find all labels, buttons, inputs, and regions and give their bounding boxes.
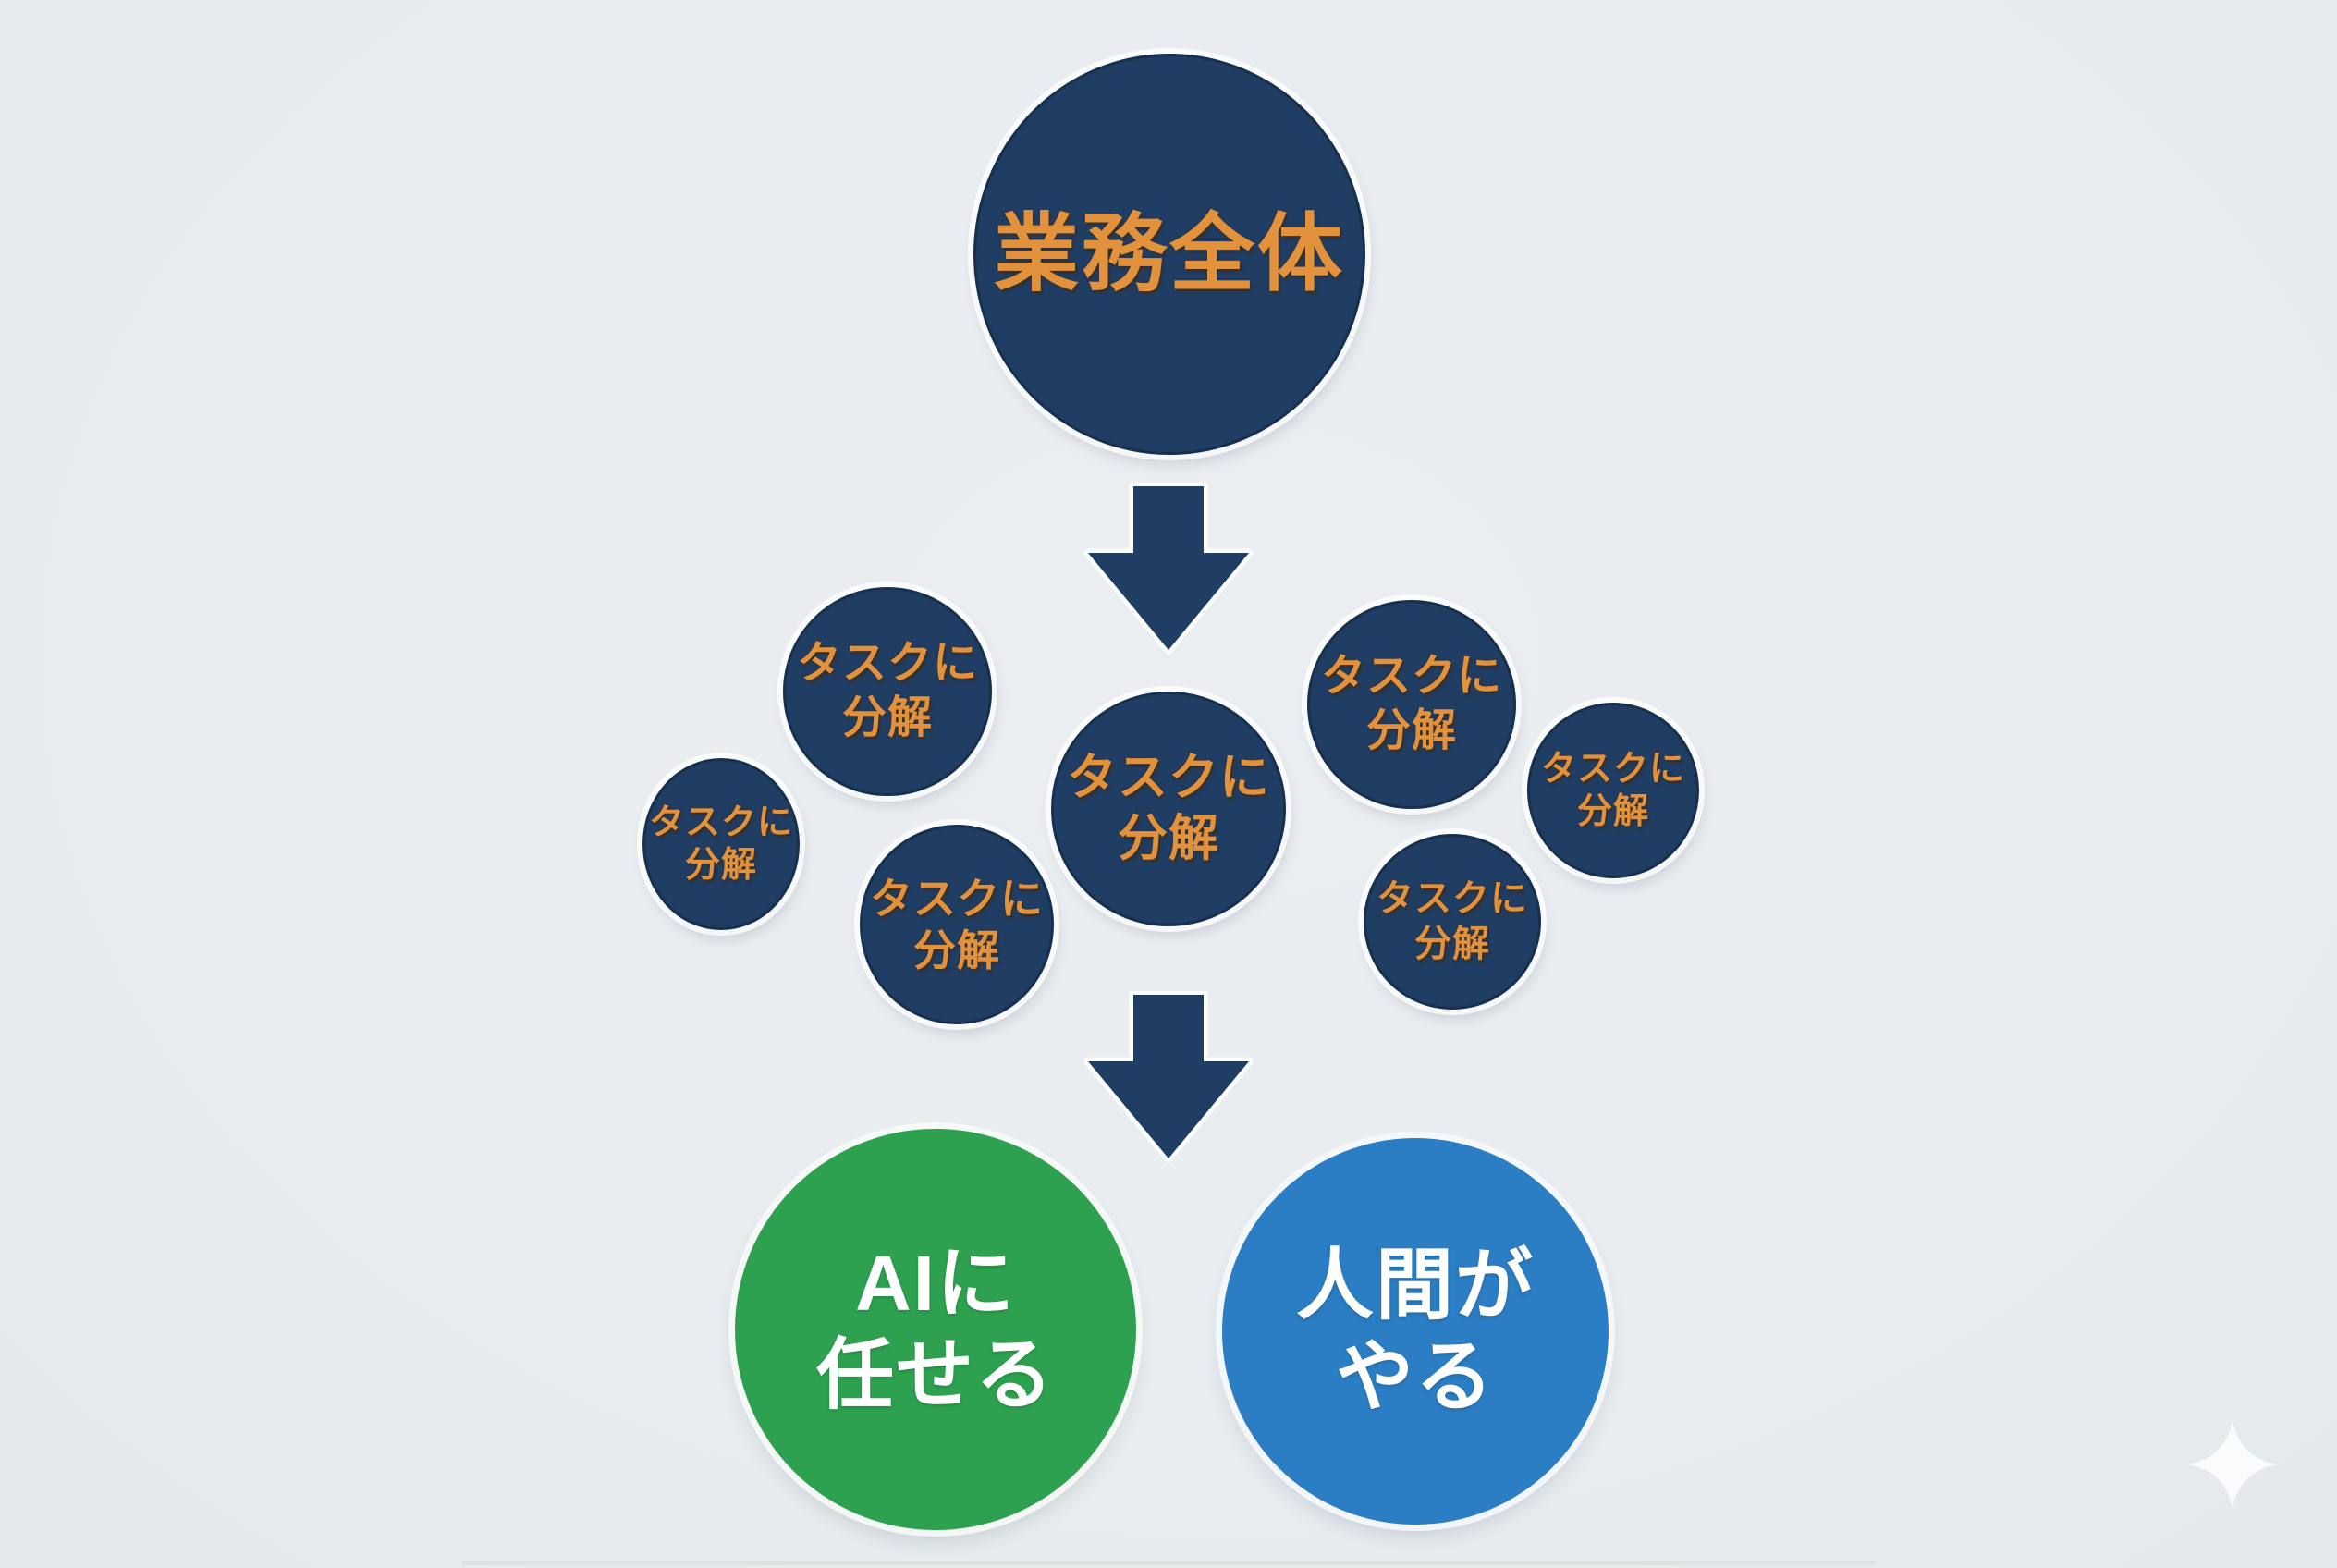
- task-label-line2: 分解: [1118, 811, 1219, 866]
- task-label-line1: タスクに: [1320, 652, 1502, 702]
- human-label-line2: やる: [1335, 1333, 1495, 1420]
- down-arrow-bottom-icon: [1083, 991, 1254, 1163]
- task-label-line2: 分解: [913, 926, 1000, 974]
- sparkle-icon: [2188, 1420, 2277, 1509]
- task-label-line1: タスクに: [1067, 750, 1270, 806]
- ai-label-line1: AIに: [854, 1239, 1016, 1327]
- task-circle-lower-left: タスクに 分解: [860, 825, 1054, 1024]
- task-label-line1: タスクに: [648, 802, 793, 842]
- task-label-line2: 分解: [1414, 924, 1490, 964]
- bottom-edge-line: [462, 1561, 1877, 1565]
- task-label-line2: 分解: [1576, 792, 1649, 831]
- task-label-line1: タスクに: [1540, 749, 1685, 789]
- ai-circle: AIに 任せる: [735, 1129, 1136, 1530]
- task-label-line2: 分解: [841, 693, 933, 742]
- task-label-line2: 分解: [684, 846, 757, 885]
- down-arrow-top-icon: [1083, 483, 1254, 655]
- task-circle-upper-right: タスクに 分解: [1307, 600, 1516, 809]
- human-circle: 人間が やる: [1222, 1138, 1609, 1525]
- human-label-line1: 人間が: [1295, 1241, 1535, 1329]
- whole-business-circle: 業務全体: [973, 54, 1365, 455]
- task-label-line1: タスクに: [870, 874, 1044, 923]
- task-label-line2: 分解: [1365, 706, 1457, 755]
- task-label-line1: タスクに: [796, 639, 978, 689]
- task-circle-upper-left: タスクに 分解: [783, 587, 992, 796]
- task-circle-center: タスクに 分解: [1051, 692, 1286, 926]
- whole-business-label: 業務全体: [993, 206, 1345, 301]
- task-circle-far-left: タスクに 分解: [642, 758, 800, 930]
- task-circle-lower-right: タスクに 分解: [1364, 834, 1541, 1010]
- task-circle-right: タスクに 分解: [1527, 703, 1699, 878]
- ai-label-line2: 任せる: [815, 1331, 1055, 1418]
- task-label-line1: タスクに: [1377, 878, 1528, 920]
